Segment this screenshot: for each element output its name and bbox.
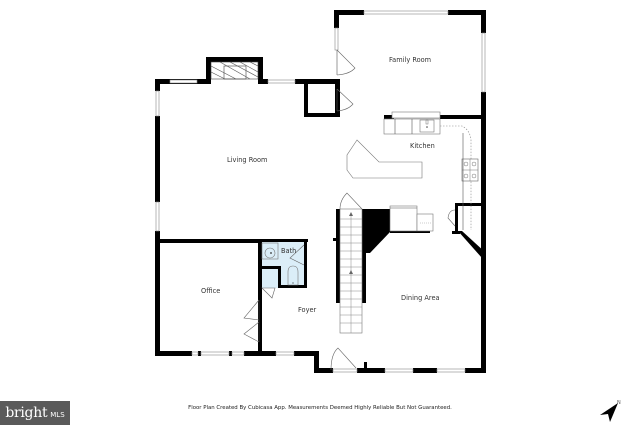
kitchen-fixtures (346, 111, 479, 232)
room-labels: Family Room Living Room Kitchen Bath Off… (201, 56, 440, 314)
brand-main-text: bright (5, 405, 48, 421)
label-foyer: Foyer (298, 306, 317, 314)
walls (155, 10, 486, 373)
bath-fixtures (261, 242, 299, 286)
bright-mls-logo: bright MLS (0, 401, 70, 425)
north-arrow-icon: N (600, 400, 621, 422)
label-kitchen: Kitchen (410, 142, 435, 150)
staircase (339, 208, 363, 334)
disclaimer-text: Floor Plan Created By Cubicasa App. Meas… (188, 405, 452, 411)
doors (243, 49, 456, 371)
label-office: Office (201, 287, 220, 295)
brand-sub-text: MLS (50, 411, 65, 419)
windows (155, 10, 486, 373)
label-bath: Bath (281, 247, 296, 255)
label-family-room: Family Room (389, 56, 431, 64)
label-dining-area: Dining Area (401, 294, 440, 302)
label-living-room: Living Room (227, 156, 267, 164)
fireplace (210, 61, 259, 80)
compass-label: N (617, 400, 621, 406)
bath-floor (261, 242, 305, 288)
